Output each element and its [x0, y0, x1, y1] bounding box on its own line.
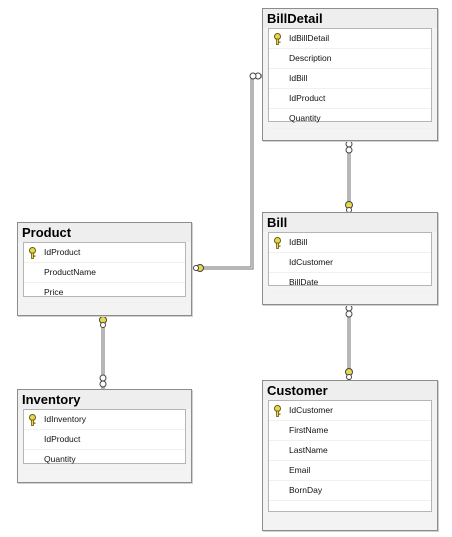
column-row[interactable]: FirstName: [269, 421, 431, 441]
column-name: Email: [289, 465, 311, 475]
one-end-marker: [100, 322, 106, 328]
key-icon: [29, 414, 36, 426]
primary-key-column[interactable]: IdBillDetail: [269, 29, 431, 49]
relationship-billdetail-product[interactable]: [193, 72, 263, 272]
one-end-marker: [346, 374, 352, 380]
column-name: IdProduct: [44, 247, 81, 257]
column-row[interactable]: Email: [269, 461, 431, 481]
relationship-inventory-product[interactable]: [99, 315, 107, 389]
one-end-marker: [193, 265, 199, 271]
column-name: Description: [289, 53, 332, 63]
column-row[interactable]: Price: [24, 283, 185, 303]
column-name: IdBill: [289, 237, 308, 247]
primary-key-column[interactable]: IdBill: [269, 233, 431, 253]
many-end-marker: [345, 146, 353, 154]
column-row[interactable]: Quantity: [24, 450, 185, 470]
column-name: IdCustomer: [289, 405, 333, 415]
many-end-marker: [345, 140, 353, 148]
column-name: BillDate: [289, 277, 319, 287]
column-row[interactable]: IdProduct: [24, 430, 185, 450]
table-title[interactable]: Customer: [263, 381, 437, 400]
column-row[interactable]: IdBill: [269, 69, 431, 89]
many-end-marker: [345, 304, 353, 312]
column-name: ProductName: [44, 267, 96, 277]
column-name: FirstName: [289, 425, 329, 435]
column-row[interactable]: IdCustomer: [269, 253, 431, 273]
primary-key-column[interactable]: IdInventory: [24, 410, 185, 430]
primary-key-column[interactable]: IdCustomer: [269, 401, 431, 421]
column-row[interactable]: ProductName: [24, 263, 185, 283]
table-title[interactable]: Product: [18, 223, 191, 242]
table-title[interactable]: Bill: [263, 213, 437, 232]
column-name: Price: [44, 287, 64, 297]
key-icon: [274, 237, 281, 249]
column-name: IdInventory: [44, 414, 87, 424]
column-name: IdBill: [289, 73, 308, 83]
column-name: IdProduct: [289, 93, 326, 103]
column-name: Quantity: [44, 454, 76, 464]
column-row[interactable]: BornDay: [269, 481, 431, 501]
table-title[interactable]: BillDetail: [263, 9, 437, 28]
column-name: IdCustomer: [289, 257, 333, 267]
table-title[interactable]: Inventory: [18, 390, 191, 409]
many-end-marker: [99, 380, 107, 388]
column-row[interactable]: LastName: [269, 441, 431, 461]
relationship-billdetail-bill[interactable]: [345, 140, 353, 213]
key-icon: [274, 33, 281, 45]
many-end-marker: [249, 72, 257, 80]
many-end-marker: [345, 310, 353, 318]
many-end-marker: [99, 374, 107, 382]
column-name: IdProduct: [44, 434, 81, 444]
key-icon: [29, 247, 36, 259]
column-name: BornDay: [289, 485, 323, 495]
column-row[interactable]: BillDate: [269, 273, 431, 293]
primary-key-column[interactable]: IdProduct: [24, 243, 185, 263]
column-row[interactable]: Description: [269, 49, 431, 69]
column-row[interactable]: Quantity: [269, 109, 431, 129]
column-name: LastName: [289, 445, 328, 455]
column-row[interactable]: IdProduct: [269, 89, 431, 109]
column-name: IdBillDetail: [289, 33, 330, 43]
key-icon: [274, 405, 281, 417]
column-name: Quantity: [289, 113, 321, 123]
relationship-bill-customer[interactable]: [345, 304, 353, 380]
